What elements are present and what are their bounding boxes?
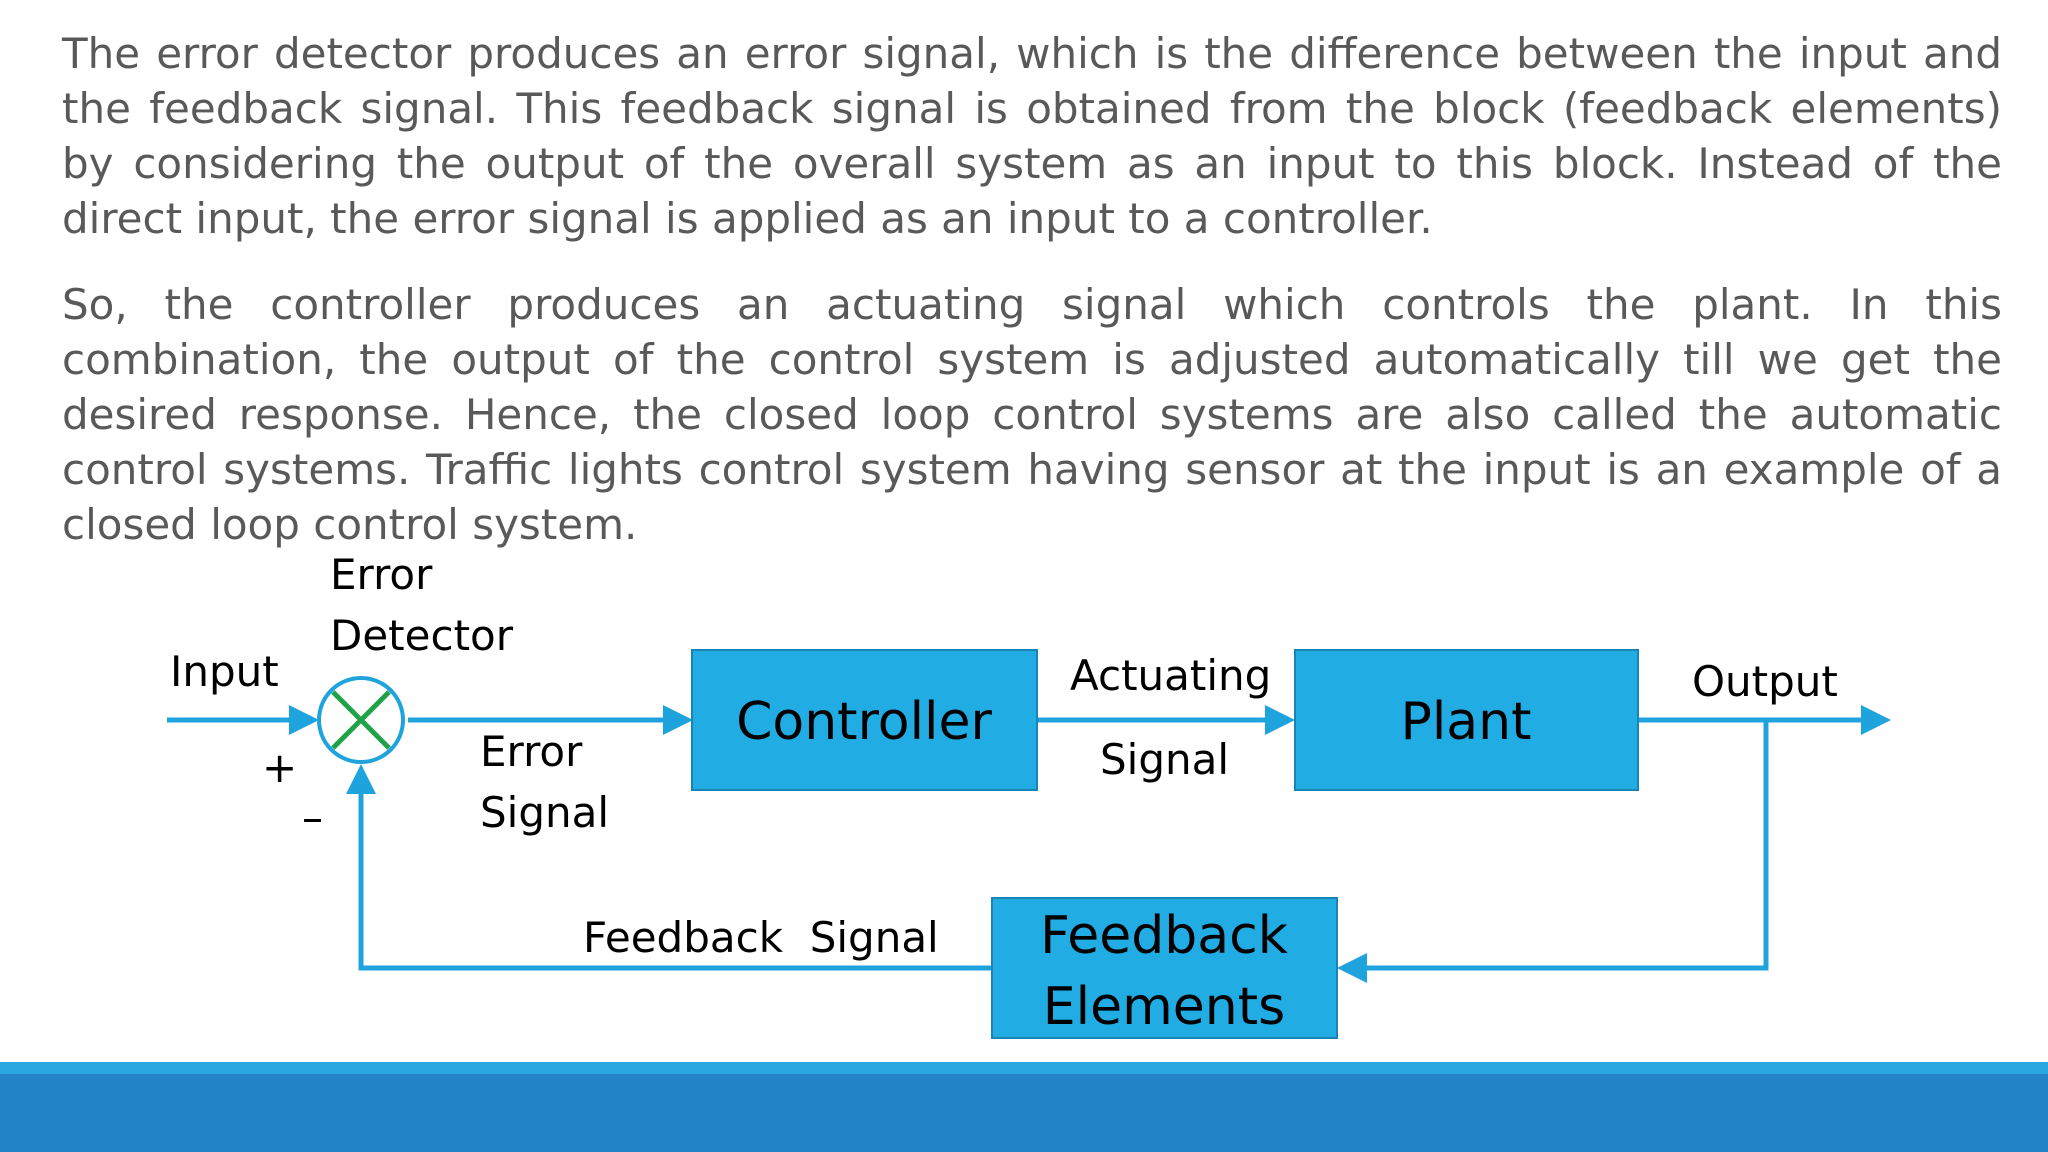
feedback-elements-label-line2: Elements	[1043, 977, 1285, 1037]
feedback-elements-block	[991, 897, 1338, 1039]
plant-block	[1294, 649, 1639, 791]
footer-accent-line	[0, 1062, 2048, 1074]
controller-label: Controller	[736, 692, 992, 752]
feedback-elements-label-line1: Feedback	[1040, 906, 1288, 966]
input-label: Input	[170, 647, 279, 696]
actuating-signal-label-line2: Signal	[1100, 735, 1229, 784]
controller-block	[691, 649, 1038, 791]
output-label: Output	[1692, 657, 1838, 706]
minus-sign: –	[302, 793, 323, 842]
footer-bar	[0, 1074, 2048, 1152]
error-detector-label-line2: Detector	[330, 611, 514, 660]
feedback-takeoff-line	[1337, 720, 1769, 983]
paragraph-controller: So, the controller produces an actuating…	[62, 280, 2002, 549]
feedback-signal-line	[346, 764, 992, 971]
paragraph-error-detector: The error detector produces an error sig…	[62, 29, 2002, 243]
error-signal-label-line2: Signal	[480, 788, 609, 837]
plant-label: Plant	[1400, 692, 1531, 752]
summing-junction	[317, 676, 405, 764]
error-signal-label-line1: Error	[480, 727, 583, 776]
error-detector-label-line1: Error	[330, 550, 433, 599]
plus-sign: +	[262, 743, 297, 792]
actuating-signal-label-line1: Actuating	[1070, 651, 1271, 700]
closed-loop-block-diagram: Controller Plant Feedback Elements Input…	[167, 550, 1891, 1039]
feedback-signal-label: Feedback Signal	[583, 913, 939, 962]
